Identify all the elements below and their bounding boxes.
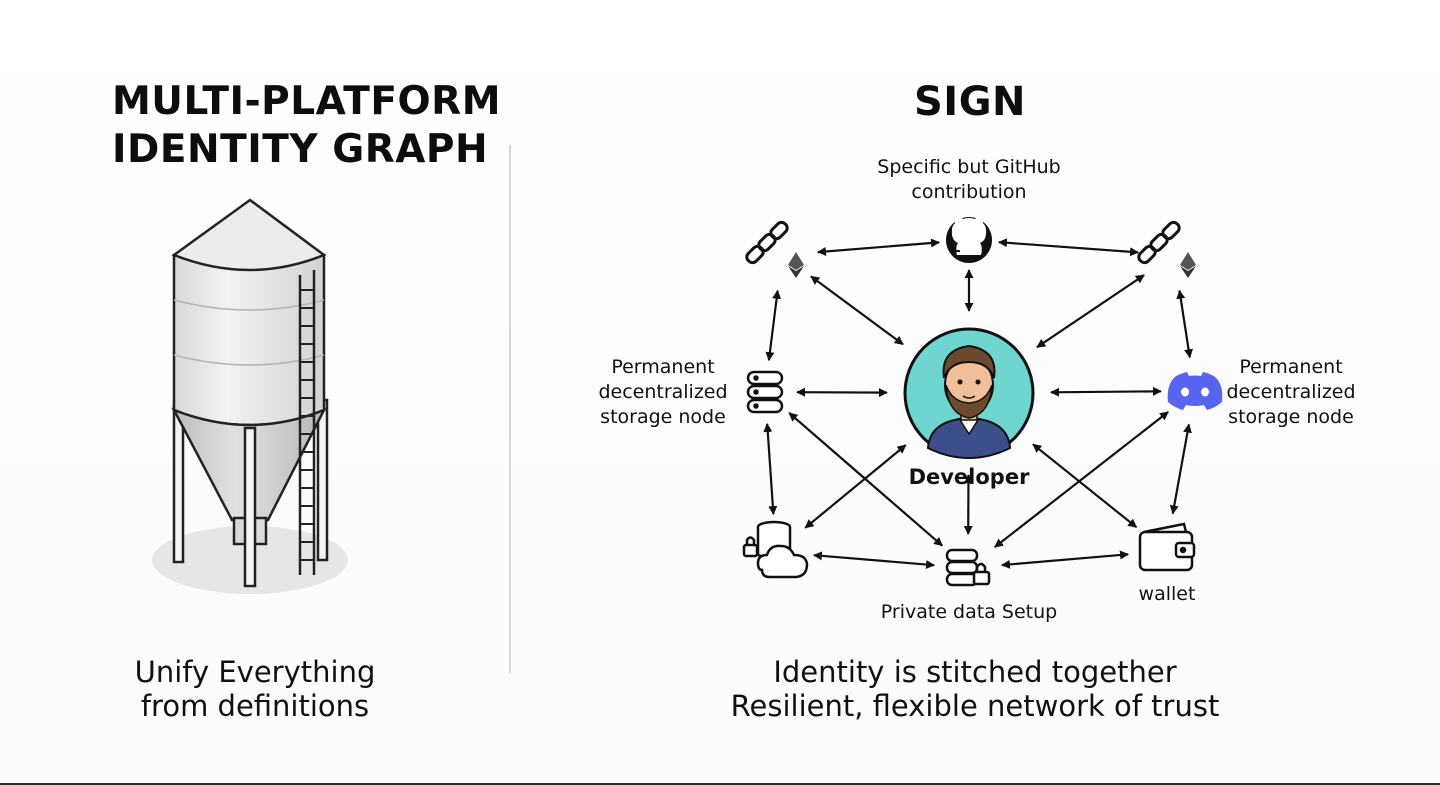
chain-link-ethereum-icon bbox=[745, 220, 804, 278]
database-icon bbox=[746, 370, 784, 414]
locked-database-icon bbox=[945, 548, 991, 587]
storage-left-label-line-2: decentralized bbox=[598, 381, 727, 403]
node-discord: Permanent decentralized storage node bbox=[1167, 356, 1356, 428]
developer-figure bbox=[926, 344, 1012, 460]
connection-arrow-center-cloud-lock bbox=[804, 444, 907, 529]
discord-label-line-2: decentralized bbox=[1226, 381, 1355, 403]
connection-arrow-center-wallet bbox=[1032, 443, 1138, 529]
connection-arrow-private-wallet bbox=[1001, 550, 1129, 569]
connection-arrow-chain-right-discord bbox=[1176, 289, 1194, 359]
wallet-icon bbox=[1138, 522, 1196, 572]
connection-arrow-github-chain-right bbox=[998, 238, 1139, 257]
node-github: Specific but GitHub contribution bbox=[877, 156, 1061, 263]
node-wallet: wallet bbox=[1138, 522, 1196, 605]
node-private: Private data Setup bbox=[881, 548, 1057, 623]
wallet-label: wallet bbox=[1139, 583, 1196, 605]
connection-arrow-discord-private bbox=[994, 411, 1169, 548]
right-panel-caption: Identity is stitched together Resilient,… bbox=[730, 655, 1220, 723]
developer-label: Developer bbox=[909, 465, 1031, 489]
connection-arrow-center-discord bbox=[1050, 386, 1162, 397]
node-cloud-lock bbox=[742, 520, 809, 579]
bottom-rule bbox=[0, 783, 1440, 785]
connection-arrow-chain-right-center bbox=[1036, 274, 1145, 349]
github-label-line-1: Specific but GitHub bbox=[877, 156, 1060, 178]
node-chain-left bbox=[745, 220, 804, 278]
discord-label-line-3: storage node bbox=[1228, 406, 1354, 428]
connection-arrow-chain-left-github bbox=[817, 238, 940, 256]
left-panel-title: MULTI-PLATFORM IDENTITY GRAPH bbox=[112, 79, 502, 172]
left-panel-caption: Unify Everything from definitions bbox=[134, 655, 376, 723]
locked-cloud-database-icon bbox=[742, 520, 809, 579]
node-chain-right bbox=[1137, 220, 1196, 278]
github-icon bbox=[946, 216, 992, 263]
connection-arrow-cloud-lock-private bbox=[813, 551, 935, 570]
discord-icon bbox=[1167, 372, 1223, 410]
right-panel-title: SIGN bbox=[914, 79, 1026, 125]
connection-arrow-chain-left-center bbox=[810, 275, 904, 346]
connection-arrow-discord-wallet bbox=[1169, 423, 1192, 515]
node-storage-left: Permanent decentralized storage node bbox=[598, 356, 784, 428]
connection-arrows bbox=[763, 238, 1194, 570]
github-label-line-2: contribution bbox=[911, 181, 1026, 203]
connection-arrow-chain-left-storage-left bbox=[765, 289, 782, 362]
storage-left-label-line-3: storage node bbox=[600, 406, 726, 428]
storage-left-label-line-1: Permanent bbox=[611, 356, 714, 378]
discord-label-line-1: Permanent bbox=[1239, 356, 1342, 378]
connection-arrow-storage-left-cloud-lock bbox=[763, 423, 778, 515]
panel-divider bbox=[509, 145, 511, 673]
center-developer: Developer bbox=[903, 327, 1035, 489]
chain-link-ethereum-icon bbox=[1137, 220, 1196, 278]
private-label: Private data Setup bbox=[881, 601, 1057, 623]
